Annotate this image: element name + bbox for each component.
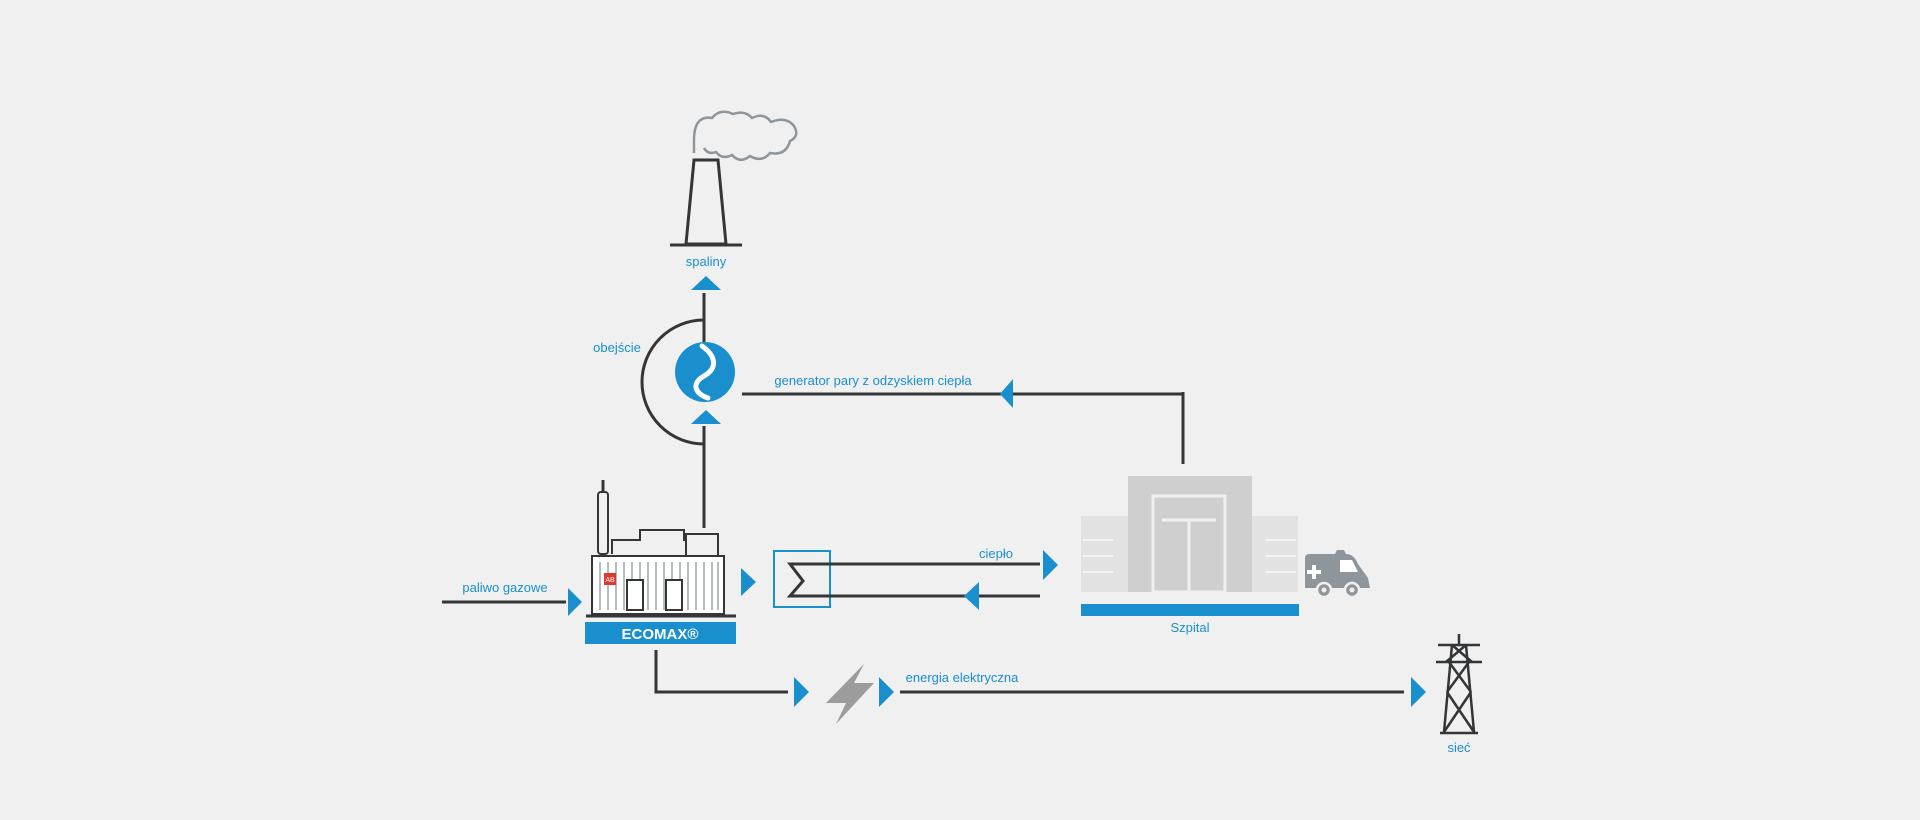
power-pylon-icon [1436, 634, 1482, 735]
electric-output-arrow-icon [794, 677, 809, 707]
electric-output-line [654, 650, 788, 694]
electric-energy-label: energia elektryczna [906, 670, 1019, 685]
grid-label: sieć [1447, 740, 1471, 755]
ab-badge-text: AB [605, 577, 615, 584]
hospital-building-icon [1081, 476, 1299, 616]
heat-exchanger-icon [773, 550, 1040, 608]
container-door-left [626, 579, 644, 611]
bypass-pipe [640, 318, 705, 446]
steam-generator-label: generator pary z odzyskiem ciepła [774, 373, 972, 388]
ab-badge-icon [604, 573, 616, 585]
brand-plate [585, 622, 736, 644]
ambulance-icon [1305, 550, 1370, 599]
bypass-label: obejście [593, 340, 641, 355]
chimney-with-smoke-icon [670, 110, 798, 247]
chp-generator-unit-icon: AB [585, 480, 736, 644]
exhaust-label: spaliny [686, 254, 727, 269]
steam-return-arrow-head-icon [1000, 380, 1013, 408]
lightning-bolt-icon [826, 664, 874, 724]
heat-output-arrow-icon [741, 568, 756, 596]
brand-label: ECOMAX® [622, 626, 699, 643]
electric-arrow-icon [879, 677, 894, 707]
container-door-right [665, 579, 683, 611]
gas-fuel-label: paliwo gazowe [462, 580, 547, 595]
exhaust-arrow-icon [691, 276, 721, 290]
heat-return-arrow-icon [964, 582, 979, 610]
heat-label: ciepło [979, 546, 1013, 561]
hospital-label: Szpital [1170, 620, 1209, 635]
heat-supply-arrow-icon [1043, 550, 1058, 580]
gas-fuel-arrow-icon [568, 588, 582, 616]
container-ribs [599, 562, 719, 610]
exchanger-inlet-arrow-icon [691, 410, 721, 424]
heat-recovery-exchanger-icon [675, 342, 735, 402]
grid-arrow-icon [1411, 677, 1426, 707]
